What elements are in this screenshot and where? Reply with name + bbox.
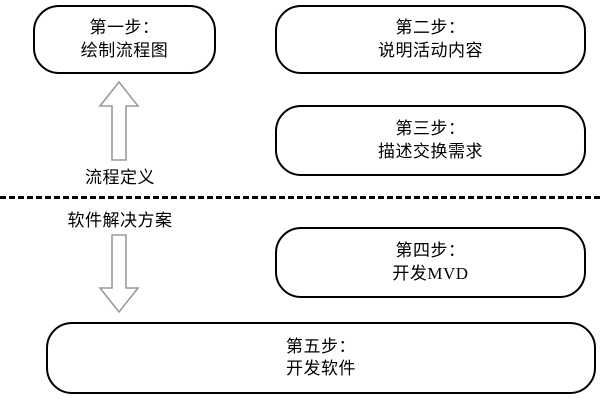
section-label-software-solution: 软件解决方案 [67, 211, 173, 230]
process-box-step-1-detail: 绘制流程图 [80, 40, 169, 60]
process-box-step-5-detail: 开发软件 [286, 359, 356, 378]
process-box-step-2[interactable]: 第二步： 说明活动内容 [275, 5, 586, 74]
process-box-step-1-title: 第一步： [89, 18, 160, 38]
process-box-step-2-title: 第二步： [395, 18, 466, 38]
section-divider-dashed-line [0, 196, 600, 199]
process-box-step-4-detail: 开发MVD [392, 263, 469, 283]
process-box-step-1[interactable]: 第一步： 绘制流程图 [33, 5, 216, 74]
process-box-step-3-detail: 描述交换需求 [378, 141, 483, 161]
process-box-step-5[interactable]: 第五步： 开发软件 [46, 322, 596, 394]
section-label-process-definition: 流程定义 [85, 168, 155, 187]
arrow-down-icon [98, 234, 140, 314]
process-box-step-3[interactable]: 第三步： 描述交换需求 [275, 105, 586, 176]
process-box-step-5-title: 第五步： [286, 336, 356, 356]
process-box-step-2-detail: 说明活动内容 [378, 40, 483, 60]
process-box-step-3-title: 第三步： [395, 119, 466, 139]
arrow-up-icon [98, 80, 140, 162]
process-box-step-4[interactable]: 第四步： 开发MVD [275, 227, 586, 298]
process-box-step-4-title: 第四步： [395, 241, 466, 261]
